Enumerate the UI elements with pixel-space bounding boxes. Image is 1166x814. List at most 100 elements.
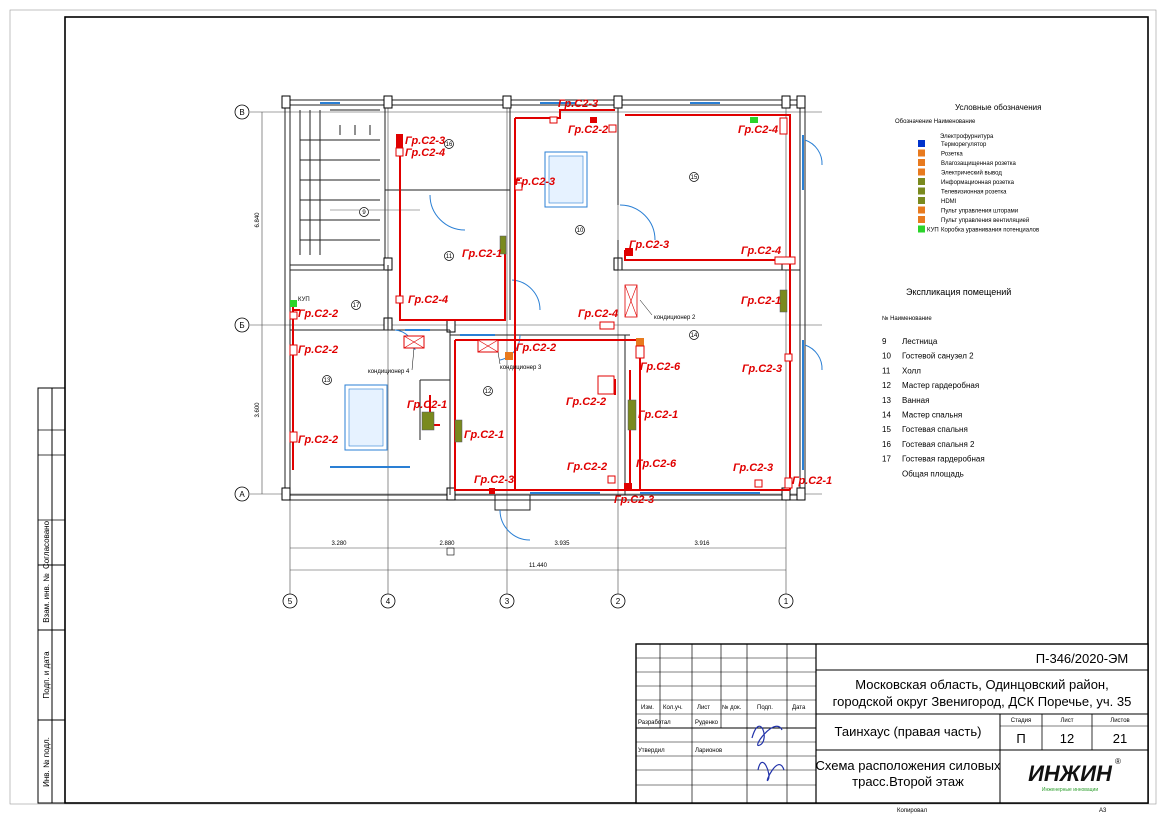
explication-row-number: 11 xyxy=(882,366,891,375)
dimension-lines: 3.280 2.880 3.935 3.916 11.440 6.840 3.6… xyxy=(255,112,786,571)
legend-item-label: Розетка xyxy=(941,152,963,158)
circuit-label: Гр.С2-3 xyxy=(614,494,654,506)
conditioners: кондиционер 2 кондиционер 3 кондиционер … xyxy=(368,299,696,375)
role-approved: Утвердил xyxy=(638,748,665,754)
svg-text:®: ® xyxy=(1115,757,1121,766)
legend-header: Обозначение Наименование xyxy=(895,119,976,125)
explication-header: № Наименование xyxy=(882,315,932,322)
logo-subtitle: Инженерные инновации xyxy=(1042,787,1098,793)
room-9-marker: 9 xyxy=(359,207,369,217)
circuit-label: Гр.С2-2 xyxy=(568,124,608,136)
windows xyxy=(320,102,823,541)
explication: Экспликация помещений № Наименование 9 Ле… xyxy=(882,287,1011,478)
circuit-label: Гр.С2-2 xyxy=(567,461,607,473)
svg-text:В: В xyxy=(239,108,244,117)
explication-row-name: Гостевая спальня xyxy=(902,425,968,434)
legend-swatch xyxy=(918,178,925,185)
legend-swatch xyxy=(918,225,925,233)
circuit-label: Гр.С2-2 xyxy=(516,342,556,354)
room-markers: 9 10 11 12 13 14 15 16 17 xyxy=(322,139,699,396)
circuit-label: Гр.С2-6 xyxy=(640,361,681,373)
vdim-2: 3.600 xyxy=(255,402,261,418)
svg-text:12: 12 xyxy=(485,389,492,395)
explication-row-number: 9 xyxy=(882,337,887,346)
inv-label: Инв. № подл. xyxy=(42,737,51,787)
legend-swatch xyxy=(918,206,925,214)
circuit-label: Гр.С2-3 xyxy=(474,474,514,486)
sheet-title-line-1: Схема расположения силовых xyxy=(815,758,1001,773)
explication-row-name: Гостевой санузел 2 xyxy=(902,352,974,361)
circuit-label: Гр.С2-3 xyxy=(629,239,669,251)
circuit-label: Гр.С2-3 xyxy=(405,135,445,147)
legend-group: Электрофурнитура xyxy=(940,134,994,140)
circuit-labels: Гр.С2-3 Гр.С2-2 Гр.С2-4 Гр.С2-3 Гр.С2-4 … xyxy=(298,98,832,506)
explication-row-name: Лестница xyxy=(902,337,938,346)
svg-text:13: 13 xyxy=(324,378,331,384)
explication-row-name: Ванная xyxy=(902,396,929,405)
stage-value: П xyxy=(1016,731,1025,746)
legend-kup-code: КУП xyxy=(927,228,939,234)
vzam-label: Взам. инв. № xyxy=(42,573,51,623)
legend-swatch xyxy=(918,140,925,147)
col-axis-1: 1 xyxy=(778,593,794,609)
room-16-marker: 16 xyxy=(444,139,454,149)
explication-row-number: 12 xyxy=(882,381,891,390)
svg-text:14: 14 xyxy=(691,333,698,339)
circuit-label: Гр.С2-4 xyxy=(578,308,618,320)
svg-text:17: 17 xyxy=(353,303,360,309)
conditioner-4-label: кондиционер 4 xyxy=(368,369,410,375)
outer-frame xyxy=(9,9,1157,805)
sheets-head: Листов xyxy=(1110,718,1130,724)
circuit-label: Гр.С2-1 xyxy=(638,409,678,421)
legend-swatch xyxy=(918,197,925,204)
explication-row-name: Мастер гардеробная xyxy=(902,381,979,390)
conditioner-2-label: кондиционер 2 xyxy=(654,315,696,321)
legend-swatch xyxy=(918,216,925,223)
copied-label: Копировал xyxy=(897,808,928,814)
name-approved: Ларионов xyxy=(695,748,722,754)
svg-text:11: 11 xyxy=(446,254,453,260)
circuit-label: Гр.С2-1 xyxy=(407,399,447,411)
legend-item-label: Пульт управления шторами xyxy=(941,209,1018,215)
circuit-label: Гр.С2-4 xyxy=(741,245,781,257)
circuit-label: Гр.С2-1 xyxy=(464,429,504,441)
vdim-1: 6.840 xyxy=(255,212,261,228)
circuit-label: Гр.С2-4 xyxy=(405,147,445,159)
svg-text:16: 16 xyxy=(446,142,453,148)
room-11-marker: 11 xyxy=(444,251,454,261)
location-line-1: Московская область, Одинцовский район, xyxy=(855,677,1108,692)
explication-row-number: 16 xyxy=(882,440,891,449)
col-axis-5: 5 xyxy=(282,593,298,609)
dim-3: 3.935 xyxy=(554,541,570,547)
sheets-value: 21 xyxy=(1113,731,1127,746)
left-strip: Согласовано Взам. инв. № Подп. и дата Ин… xyxy=(37,387,66,804)
room-12-marker: 12 xyxy=(483,386,493,396)
explication-row-number: 14 xyxy=(882,411,891,420)
podp-label: Подп. и дата xyxy=(42,651,51,699)
svg-text:Б: Б xyxy=(239,321,244,330)
svg-text:1: 1 xyxy=(784,597,789,606)
company-logo: ИНЖИН Инженерные инновации ® xyxy=(1028,757,1121,793)
legend-item-label: Электрический вывод xyxy=(941,170,1002,177)
dim-2: 2.880 xyxy=(439,541,455,547)
col-head-podp: Подп. xyxy=(757,705,773,711)
legend-swatch xyxy=(918,187,925,195)
legend-item-label: Коробка уравнивания потенциалов xyxy=(941,228,1039,234)
legend-swatch xyxy=(918,168,925,176)
legend-swatch xyxy=(918,149,925,157)
col-axis-3: 3 xyxy=(499,593,515,609)
room-17-marker: 17 xyxy=(351,300,361,310)
col-head-kol: Кол.уч. xyxy=(663,705,683,711)
col-head-doc: № док. xyxy=(722,704,742,711)
sockets xyxy=(289,116,796,494)
stage-head: Стадия xyxy=(1011,718,1031,724)
svg-text:А: А xyxy=(239,490,245,499)
explication-title: Экспликация помещений xyxy=(906,287,1011,297)
svg-text:2: 2 xyxy=(616,597,621,606)
circuit-label: Гр.С2-1 xyxy=(462,248,502,260)
format-label: А3 xyxy=(1099,808,1107,814)
logo-text: ИНЖИН xyxy=(1028,761,1113,786)
legend-title: Условные обозначения xyxy=(955,103,1041,112)
legend: Условные обозначения Обозначение Наимено… xyxy=(895,103,1041,234)
